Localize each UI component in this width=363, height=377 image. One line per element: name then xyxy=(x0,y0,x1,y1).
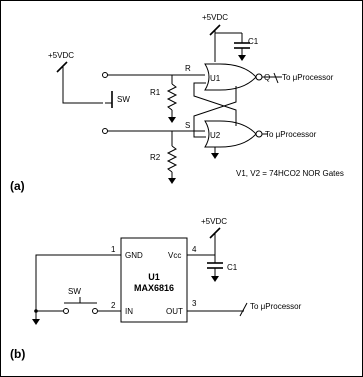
nor-gate-u1 xyxy=(204,63,257,91)
part-a-top-supply-label: +5VDC xyxy=(202,13,228,22)
q-label: Q xyxy=(264,73,270,82)
gnd-pin-wire xyxy=(35,254,121,308)
max6816-chip xyxy=(120,237,188,323)
part-b-label: (b) xyxy=(10,347,25,361)
sw-contact-left xyxy=(63,308,69,314)
r-node-label: R xyxy=(185,64,191,73)
gnd-arrow xyxy=(32,319,40,325)
part-a-c1-label: C1 xyxy=(248,37,259,46)
sw-contact-r xyxy=(102,72,108,78)
part-b-sw-label: SW xyxy=(68,287,81,296)
nor-gate-u2 xyxy=(204,120,257,148)
out-destination: To μProcessor xyxy=(250,302,302,311)
r2-resistor xyxy=(166,145,178,173)
r2-label: R2 xyxy=(150,153,161,162)
u2-output-bubble xyxy=(255,130,263,138)
pin1-number: 1 xyxy=(111,245,116,254)
pin3-number: 3 xyxy=(192,299,197,308)
s-output-destination: To μProcessor xyxy=(265,130,317,139)
pin2-number: 2 xyxy=(111,301,116,310)
r1-label: R1 xyxy=(150,88,161,97)
r1-resistor xyxy=(166,83,178,111)
ic-part-number: MAX6816 xyxy=(134,283,174,293)
pin-vcc-label: Vcc xyxy=(168,251,181,260)
part-b-circuit xyxy=(32,227,248,325)
sw-contact-right xyxy=(92,308,98,314)
u1-output-bubble xyxy=(255,73,263,81)
u2-label: U2 xyxy=(210,131,221,140)
pin-out-label: OUT xyxy=(166,307,183,316)
pin-gnd-label: GND xyxy=(125,251,143,260)
u1-label: U1 xyxy=(210,74,221,83)
gate-type-note: V1, V2 = 74HCO2 NOR Gates xyxy=(236,169,344,178)
sw-contact-s xyxy=(102,128,108,134)
r2-ground-arrow xyxy=(168,178,176,184)
s-node-label: S xyxy=(185,121,190,130)
supply-slash-switch xyxy=(56,61,68,73)
part-a-label: (a) xyxy=(10,179,25,193)
part-b-c1-label: C1 xyxy=(227,263,238,272)
part-a-circuit xyxy=(56,24,282,184)
part-a-switch-supply-label: +5VDC xyxy=(48,51,74,60)
pin4-number: 4 xyxy=(192,245,197,254)
q-bar-slash xyxy=(273,72,279,84)
part-b-supply-label: +5VDC xyxy=(201,217,227,226)
c1-ground-arrow xyxy=(238,55,246,61)
u2-ground-arrow xyxy=(211,153,219,159)
q-output-destination: To μProcessor xyxy=(282,73,334,82)
out-bus-slash xyxy=(239,302,248,317)
r1-ground-arrow xyxy=(168,117,176,123)
feedback-u2-to-u1 xyxy=(193,82,237,126)
pin-in-label: IN xyxy=(125,307,133,316)
feedback-u1-to-u2 xyxy=(193,86,237,138)
sw-label: SW xyxy=(117,95,130,104)
c1-b-ground-arrow xyxy=(211,276,219,282)
switch-supply-wire xyxy=(62,67,103,104)
ic-name: U1 xyxy=(148,272,160,282)
